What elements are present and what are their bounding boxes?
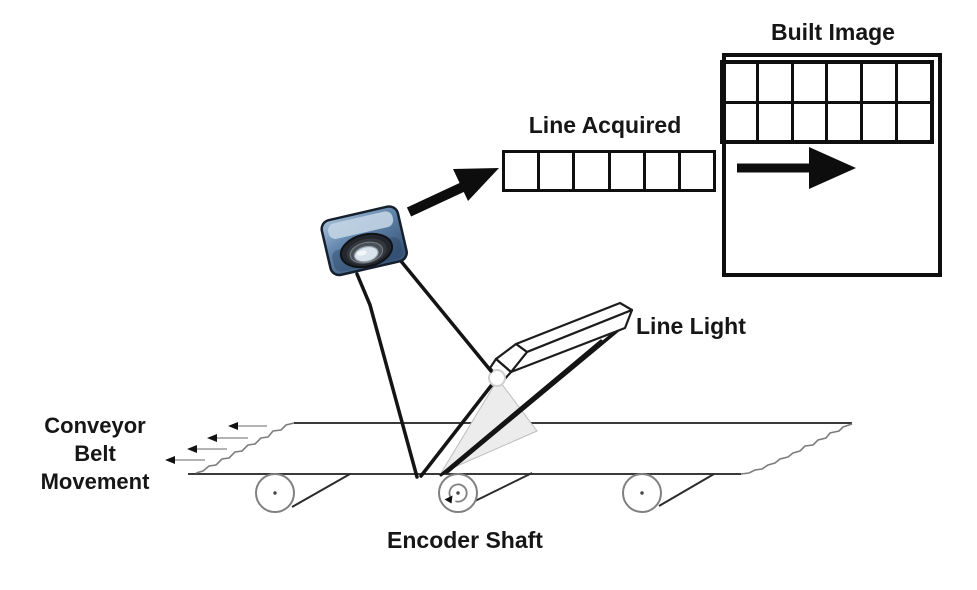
line-light-bar — [488, 301, 634, 383]
encoder-shaft-label: Encoder Shaft — [387, 527, 543, 553]
built-image-grid-cell — [790, 103, 826, 140]
line-acquired-cell — [505, 153, 537, 189]
arrow-shaft — [406, 180, 470, 217]
belt-wrap-line — [291, 473, 351, 508]
conveyor-belt-movement-label: Conveyor Belt Movement — [40, 413, 150, 494]
line-acquired-strip — [502, 150, 716, 192]
movement-arrow-head — [207, 434, 217, 442]
built-image-grid-row — [724, 64, 930, 101]
built-image-grid-cell — [724, 64, 756, 101]
light-mount-line — [445, 328, 620, 474]
belt-wrap-line — [658, 473, 715, 507]
belt-left-jagged-edge — [195, 422, 295, 474]
build-direction-arrow — [737, 147, 856, 189]
camera-fov-line — [394, 253, 493, 373]
built-image-grid-cell — [755, 103, 791, 140]
built-image-grid-cell — [825, 103, 860, 140]
line-light-label: Line Light — [636, 313, 746, 339]
line-acquired-label: Line Acquired — [528, 112, 682, 138]
movement-arrow-head — [165, 456, 175, 464]
light-mount-line — [439, 339, 603, 477]
built-image-grid-cell — [895, 64, 930, 101]
light-sheet-triangle — [439, 378, 538, 475]
built-image-grid-cell — [790, 64, 826, 101]
line-acquired-cell — [537, 153, 572, 189]
camera-lens-glint — [357, 250, 367, 256]
built-image-grid — [720, 60, 934, 144]
encoder-rotation-arrow — [444, 495, 453, 504]
line-acquired-cell — [677, 153, 713, 189]
roller-axle-dot — [273, 491, 277, 495]
built-image-grid-cell — [860, 103, 895, 140]
line-acquired-cell — [642, 153, 678, 189]
camera-body-highlight — [328, 211, 394, 239]
arrow-head — [453, 168, 499, 201]
built-image-box — [722, 53, 942, 277]
line-light-mount — [419, 328, 620, 478]
movement-arrow-head — [187, 445, 197, 453]
built-image-label: Built Image — [771, 19, 895, 45]
camera-to-strip-arrow — [406, 168, 499, 217]
camera-lens-glass — [353, 245, 379, 263]
rollers — [255, 472, 715, 513]
built-image-grid-cell — [895, 103, 930, 140]
encoder-axle-dot — [456, 491, 460, 495]
built-image-grid-cell — [724, 104, 756, 141]
arrow-head — [809, 147, 856, 189]
encoder-rotation-arc — [448, 483, 468, 503]
roller-axle-dot — [640, 491, 644, 495]
belt-right-jagged-edge — [740, 423, 853, 475]
built-image-grid-cell — [825, 64, 860, 101]
camera-view-lines — [355, 253, 493, 479]
line-acquired-cell — [607, 153, 643, 189]
built-image-grid-row — [724, 100, 930, 141]
built-image-grid-cell — [755, 64, 791, 101]
built-image-grid-cell — [860, 64, 895, 101]
movement-arrow-head — [228, 422, 238, 430]
belt-wrap-line — [470, 472, 533, 504]
light-emitter-spot — [488, 369, 506, 387]
belt-movement-arrows — [165, 422, 267, 464]
line-acquired-cell — [572, 153, 607, 189]
light-beam-line — [419, 380, 496, 478]
line-scan-camera — [320, 205, 408, 277]
camera-fov-line — [355, 272, 419, 479]
